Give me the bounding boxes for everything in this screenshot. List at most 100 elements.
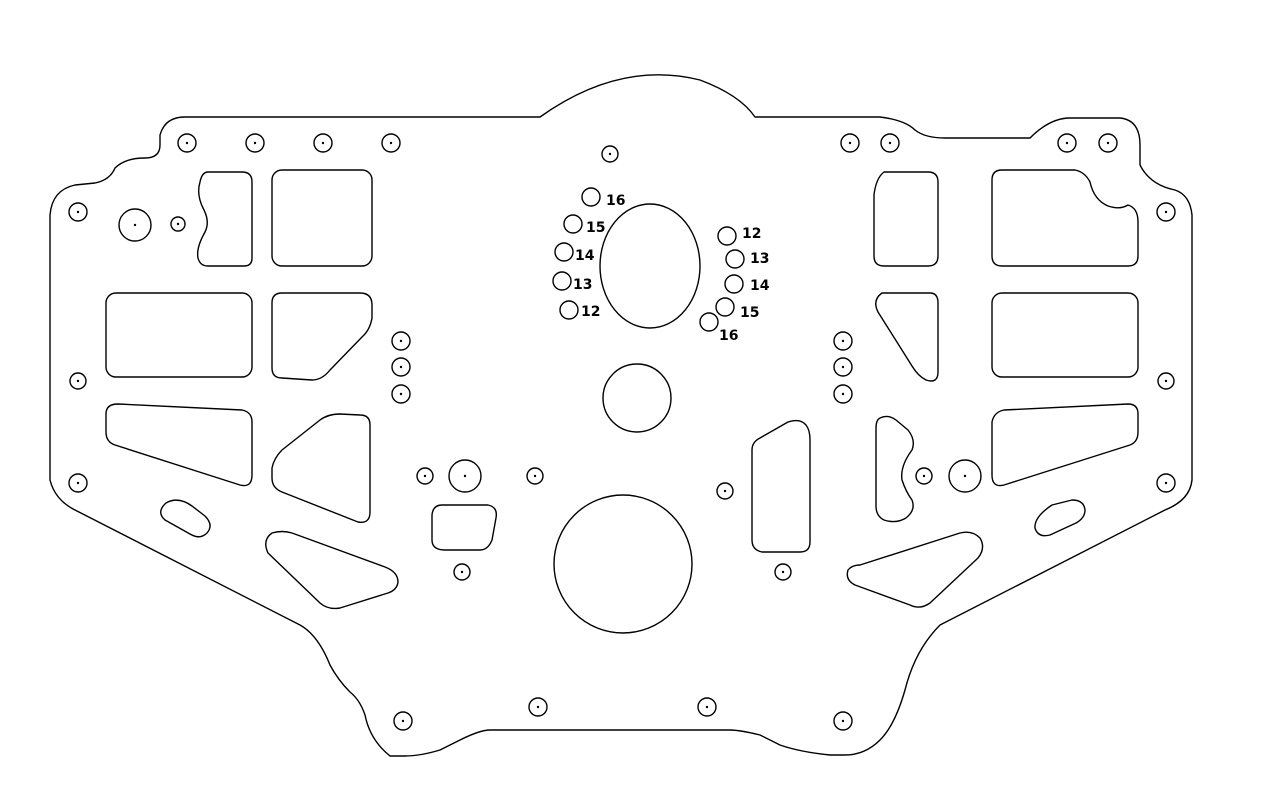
cutout-right-notched	[991, 169, 1139, 267]
hole-center-mark	[705, 705, 709, 709]
hole-center-mark	[389, 141, 393, 145]
right-hole-15	[715, 297, 735, 317]
left-hole-15	[563, 214, 583, 234]
hole-center-mark	[841, 339, 845, 343]
mounting-hole	[880, 133, 900, 153]
cutout-left-tri-upper	[271, 413, 371, 523]
cutout-right-tri-lower	[846, 531, 984, 608]
hole-center-mark	[888, 141, 892, 145]
cutout-left-tri-lower	[265, 530, 399, 610]
hole-center-mark	[848, 141, 852, 145]
hole-center-mark	[463, 474, 467, 478]
hole-center-mark	[76, 210, 80, 214]
cutout-left-curved	[196, 171, 253, 267]
cutout-left-wide	[105, 292, 253, 378]
hole-center-mark	[1164, 379, 1168, 383]
hole-center-mark	[399, 339, 403, 343]
hole-center-mark	[399, 392, 403, 396]
left-hole-16	[581, 187, 601, 207]
hole-center-mark	[76, 481, 80, 485]
center-circle-large	[553, 494, 693, 634]
hole-center-mark	[608, 152, 612, 156]
cutout-left-chamfer	[271, 292, 373, 381]
right-label-13: 13	[750, 251, 769, 267]
right-label-16: 16	[719, 328, 738, 344]
hole-center-mark	[841, 365, 845, 369]
left-label-15: 15	[586, 220, 605, 236]
cutout-left-slot	[160, 499, 211, 538]
cutout-left-pocket	[431, 504, 498, 551]
mounting-hole	[833, 711, 853, 731]
right-label-14: 14	[750, 278, 770, 294]
hole-center-mark	[460, 570, 464, 574]
mounting-hole	[69, 372, 87, 390]
mounting-hole	[948, 459, 982, 493]
mounting-hole	[448, 459, 482, 493]
hole-center-mark	[963, 474, 967, 478]
right-hole-13	[725, 249, 745, 269]
mounting-holes	[68, 133, 1176, 731]
mounting-hole	[716, 482, 734, 500]
cutout-left-square	[271, 169, 373, 267]
left-label-12: 12	[581, 304, 600, 320]
mounting-hole	[528, 697, 548, 717]
hole-center-mark	[1106, 141, 1110, 145]
mounting-hole	[245, 133, 265, 153]
cutout-right-tall	[873, 171, 939, 267]
hole-center-mark	[133, 223, 137, 227]
left-hole-14	[554, 242, 574, 262]
hole-center-mark	[781, 570, 785, 574]
mounting-hole	[1156, 473, 1176, 493]
right-label-15: 15	[740, 305, 759, 321]
mounting-hole	[393, 711, 413, 731]
mounting-hole	[697, 697, 717, 717]
hole-center-mark	[423, 474, 427, 478]
mounting-hole	[840, 133, 860, 153]
hole-center-mark	[401, 719, 405, 723]
left-label-14: 14	[575, 248, 595, 264]
hole-center-mark	[176, 222, 180, 226]
mounting-hole	[833, 331, 853, 351]
hole-center-mark	[321, 141, 325, 145]
left-label-13: 13	[573, 277, 592, 293]
mounting-hole	[1098, 133, 1118, 153]
cutout-right-slot-tall	[751, 419, 811, 553]
left-label-16: 16	[606, 193, 625, 209]
mounting-hole	[1057, 133, 1077, 153]
hole-center-mark	[723, 489, 727, 493]
hole-center-mark	[253, 141, 257, 145]
mounting-hole	[526, 467, 544, 485]
mounting-hole	[170, 216, 186, 232]
cutout-right-wedge	[875, 292, 939, 382]
hole-center-mark	[536, 705, 540, 709]
mounting-hole	[381, 133, 401, 153]
hole-center-mark	[399, 365, 403, 369]
hole-center-mark	[185, 141, 189, 145]
hole-center-mark	[1164, 210, 1168, 214]
mounting-hole	[177, 133, 197, 153]
right-label-12: 12	[742, 226, 761, 242]
mounting-hole	[68, 202, 88, 222]
hole-center-mark	[1065, 141, 1069, 145]
plate-outline	[49, 74, 1193, 757]
mounting-hole	[391, 331, 411, 351]
mounting-hole	[68, 473, 88, 493]
mounting-hole	[391, 384, 411, 404]
cutout-right-slot	[1034, 499, 1086, 537]
cutout-right-hook	[875, 415, 915, 523]
mounting-hole	[833, 357, 853, 377]
right-hole-12	[717, 226, 737, 246]
left-hole-12	[559, 300, 579, 320]
left-hole-13	[552, 271, 572, 291]
mounting-hole	[118, 208, 152, 242]
cutout-left-trapezoid	[105, 403, 253, 487]
mounting-hole	[833, 384, 853, 404]
center-oval-upper	[599, 203, 701, 329]
cutout-right-trapezoid	[991, 403, 1139, 487]
hole-center-mark	[841, 719, 845, 723]
mounting-hole	[1156, 202, 1176, 222]
cutout-right-wide	[991, 292, 1139, 378]
mounting-hole	[391, 357, 411, 377]
mounting-hole	[1157, 372, 1175, 390]
